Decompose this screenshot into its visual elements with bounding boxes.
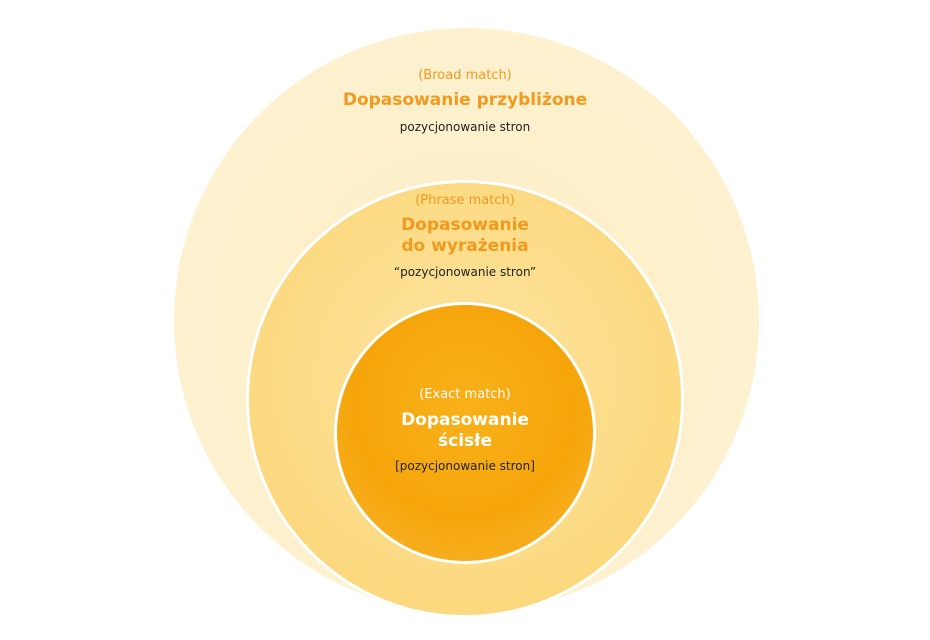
- exact-match-subtitle: (Exact match): [419, 387, 511, 402]
- broad-match-title: Dopasowanie przybliżone: [342, 90, 588, 110]
- broad-match-subtitle: (Broad match): [418, 68, 512, 83]
- phrase-match-keyword: “pozycjonowanie stron”: [393, 265, 537, 279]
- exact-match-circle: [334, 302, 596, 564]
- phrase-match-title-line-2: do wyrażenia: [401, 236, 529, 256]
- exact-match-title-line-1: Dopasowanie: [401, 410, 529, 430]
- phrase-match-title-line-1: Dopasowanie: [401, 215, 529, 235]
- phrase-match-subtitle: (Phrase match): [415, 193, 515, 208]
- broad-match-keyword: pozycjonowanie stron: [399, 120, 531, 134]
- exact-match-title-line-2: ścisłe: [438, 431, 492, 451]
- exact-match-keyword: [pozycjonowanie stron]: [395, 459, 535, 473]
